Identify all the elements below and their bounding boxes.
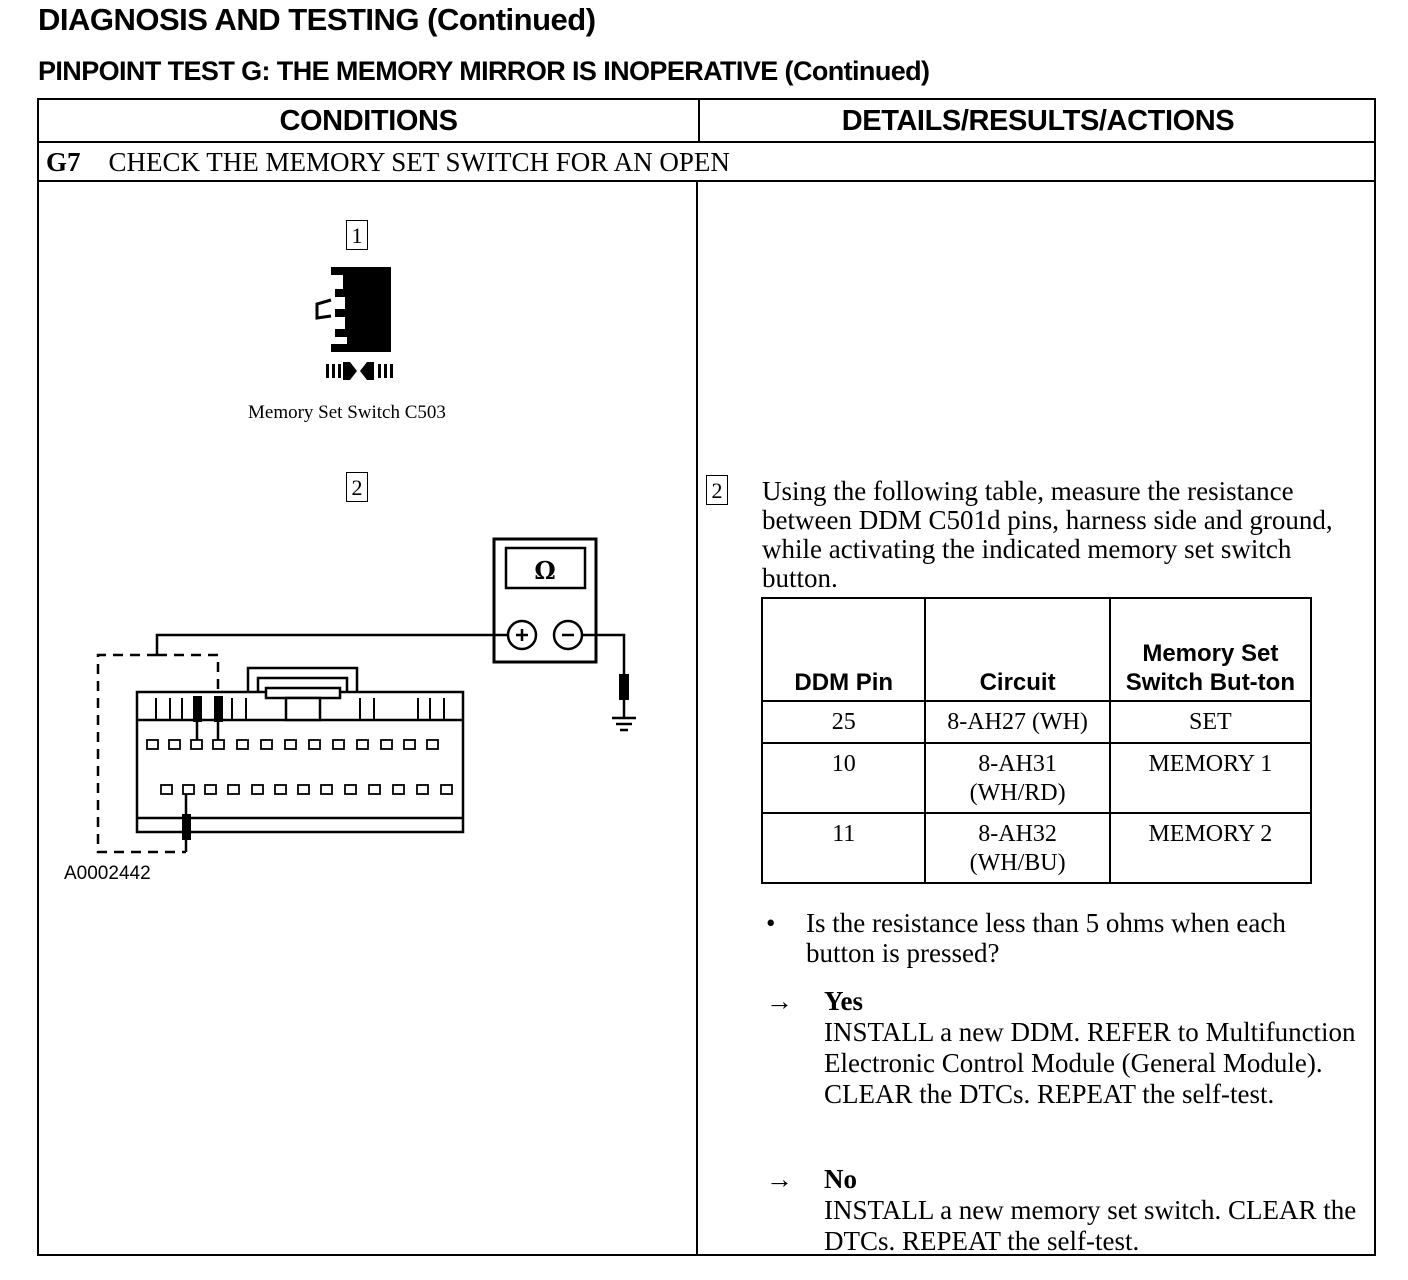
answer-yes-action: INSTALL a new DDM. REFER to Multifunctio… (824, 1017, 1356, 1109)
document-title: DIAGNOSIS AND TESTING (Continued) (38, 2, 596, 37)
table-row: 10 8-AH31 (WH/RD) MEMORY 1 (760, 742, 1313, 814)
table-row: 11 8-AH32 (WH/BU) MEMORY 2 (760, 812, 1313, 884)
ohm-symbol: Ω (534, 556, 555, 585)
ddm-connector-c501d-icon (135, 666, 465, 834)
switch-caption: Memory Set Switch C503 (248, 402, 446, 423)
step-box-2: 2 (346, 472, 368, 502)
step-instruction: Using the following table, measure the r… (762, 476, 1333, 593)
column-header-button: Memory Set Switch But-ton (1108, 597, 1313, 702)
header-rule (39, 141, 1374, 143)
table-cell: 25 (760, 700, 927, 744)
table-cell: 8-AH32 (WH/BU) (924, 812, 1111, 884)
pinpoint-test-title: PINPOINT TEST G: THE MEMORY MIRROR IS IN… (38, 56, 930, 86)
details-header: DETAILS/RESULTS/ACTIONS (841, 105, 1235, 137)
disconnect-arrows-icon (326, 362, 393, 380)
figure-id: A0002442 (64, 863, 151, 884)
table-cell: 11 (760, 812, 927, 884)
header-divider (698, 100, 700, 143)
step-rule (39, 180, 1374, 182)
ground-symbol-icon (612, 674, 636, 732)
step-row: G7 CHECK THE MEMORY SET SWITCH FOR AN OPE… (46, 143, 730, 181)
bullet: • (766, 908, 776, 938)
table-cell: 10 (760, 742, 927, 814)
test-leads (155, 633, 626, 676)
details-step-box-2: 2 (706, 475, 728, 505)
table-cell: 8-AH31 (WH/RD) (924, 742, 1111, 814)
resistance-table: DDM Pin Circuit Memory Set Switch But-to… (760, 597, 1313, 884)
arrow-right-icon: → (766, 986, 793, 1016)
pinpoint-test-table: CONDITIONS DETAILS/RESULTS/ACTIONS G7 CHE… (37, 98, 1376, 1256)
answer-yes-label: Yes (824, 986, 863, 1016)
table-row: 25 8-AH27 (WH) SET (760, 700, 1313, 744)
jumper-dashed-line (96, 653, 220, 854)
test-probes-icon (182, 696, 223, 852)
table-cell: 8-AH27 (WH) (924, 700, 1111, 744)
column-header-pin: DDM Pin (760, 597, 927, 702)
column-header-circuit: Circuit (924, 597, 1111, 702)
answer-no-label: No (824, 1164, 857, 1194)
connector-pin-row-1 (146, 739, 439, 750)
table-cell: MEMORY 1 (1108, 742, 1313, 814)
conditions-header: CONDITIONS (279, 105, 458, 137)
step-box-1: 1 (346, 220, 368, 250)
question-text: Is the resistance less than 5 ohms when … (806, 908, 1286, 968)
step-number: G7 (46, 147, 81, 177)
table-cell: MEMORY 2 (1108, 812, 1313, 884)
connector-pin-row-2 (160, 784, 453, 795)
arrow-right-icon: → (766, 1164, 793, 1194)
table-cell: SET (1108, 700, 1313, 744)
answer-no-action: INSTALL a new memory set switch. CLEAR t… (824, 1195, 1357, 1256)
ohmmeter-icon (492, 537, 598, 664)
connector-c503-icon (315, 267, 391, 352)
column-divider (696, 182, 698, 1256)
step-title: CHECK THE MEMORY SET SWITCH FOR AN OPEN (108, 147, 730, 177)
